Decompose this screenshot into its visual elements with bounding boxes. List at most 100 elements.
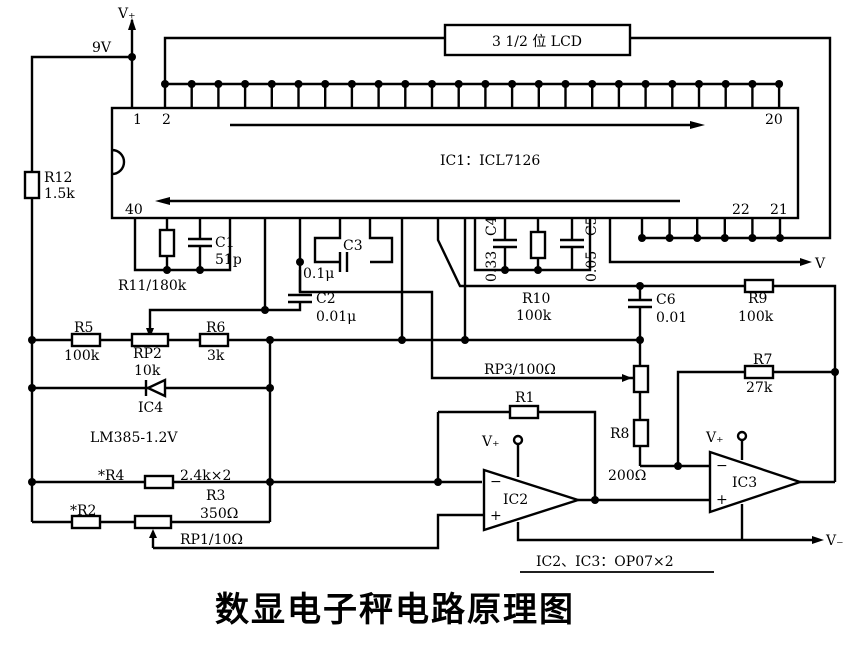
bus-junction bbox=[748, 234, 757, 242]
ic3-label: IC3 bbox=[732, 475, 757, 491]
c5-value: 0.05 bbox=[584, 251, 600, 282]
sensor-bridge: *R4 2.4k×2 R3 350Ω *R2 RP1/10Ω bbox=[28, 468, 484, 550]
bus-junction bbox=[720, 234, 729, 242]
r8-value: 200Ω bbox=[608, 468, 646, 484]
bus-junction bbox=[294, 80, 303, 88]
bus-junction bbox=[321, 80, 330, 88]
ic4-label: IC4 bbox=[138, 400, 163, 416]
bus-junction bbox=[401, 80, 410, 88]
ic2-label: IC2 bbox=[503, 492, 528, 508]
ic3-plus-sign: + bbox=[716, 492, 728, 508]
r10-label: R10 bbox=[522, 291, 550, 307]
r11-label: R11/180k bbox=[118, 278, 187, 294]
r4-label: *R4 bbox=[98, 468, 125, 484]
bus-junction bbox=[267, 80, 276, 88]
bus-junction bbox=[454, 80, 463, 88]
ic3-minus-sign: − bbox=[716, 458, 728, 474]
bus-junction bbox=[161, 80, 169, 88]
bus-junction bbox=[534, 80, 543, 88]
auto-zero-network: C4 0.33 C5 0.05 R10 100k bbox=[400, 216, 644, 340]
c2-label: C2 bbox=[316, 291, 336, 307]
ic1-pin1: 1 bbox=[133, 112, 142, 128]
bus-junction bbox=[721, 80, 730, 88]
ic1-bottom-bus: V bbox=[608, 218, 826, 272]
c2-value: 0.01μ bbox=[316, 309, 356, 325]
bus-junction bbox=[508, 80, 517, 88]
r12-value: 1.5k bbox=[44, 186, 75, 202]
diagram-caption: 数显电子秤电路原理图 bbox=[215, 590, 575, 630]
c3-value: 0.1μ bbox=[303, 266, 334, 282]
bus-junction bbox=[776, 234, 784, 242]
bus-junction bbox=[588, 80, 597, 88]
bus-junction bbox=[428, 80, 436, 88]
r6-value: 3k bbox=[207, 348, 225, 364]
c6-label: C6 bbox=[656, 292, 676, 308]
bus-junction bbox=[561, 80, 570, 88]
r8-label: R8 bbox=[610, 426, 629, 442]
ic3-stage: RP3/100Ω R8 200Ω R7 27k IC3 − + V₊ IC2、I… bbox=[484, 352, 839, 573]
ic1-pin21: 21 bbox=[770, 202, 788, 218]
ic1-pin40: 40 bbox=[125, 202, 143, 218]
bus-junction bbox=[668, 80, 677, 88]
ic2-minus-sign: − bbox=[490, 474, 502, 490]
c5-label: C5 bbox=[584, 216, 600, 236]
vminus-bottom-label: V₋ bbox=[825, 533, 844, 549]
bus-junction bbox=[695, 80, 703, 88]
c1-label: C1 bbox=[215, 235, 235, 251]
rp2-value: 10k bbox=[134, 363, 161, 379]
ic3-vplus: V₊ bbox=[705, 430, 724, 446]
rp1-label: RP1/10Ω bbox=[180, 532, 243, 548]
lcd-label: 3 1/2 位 LCD bbox=[492, 34, 582, 50]
oscillator-network: C1 51p R11/180k bbox=[118, 218, 242, 294]
r7-label: R7 bbox=[753, 352, 772, 368]
bus-junction bbox=[374, 80, 383, 88]
bus-junction bbox=[614, 80, 623, 88]
r6-label: R6 bbox=[206, 320, 226, 336]
ic2-opamp: IC2 − + R1 V₊ V₋ bbox=[436, 390, 844, 549]
r5-label: R5 bbox=[74, 320, 93, 336]
reference-network: R5 100k RP2 10k R6 3k IC4 LM385-1.2V bbox=[28, 320, 644, 522]
integrator-caps: C3 0.1μ C2 0.01μ bbox=[146, 218, 640, 380]
r9-value: 100k bbox=[738, 309, 774, 325]
r9-label: R9 bbox=[748, 291, 767, 307]
bus-junction bbox=[638, 234, 646, 242]
r3-value: 350Ω bbox=[200, 506, 238, 522]
schematic: 3 1/2 位 LCD 1 2 20 40 22 21 IC1：ICL7126 … bbox=[23, 6, 844, 573]
ic2-plus-sign: + bbox=[490, 508, 502, 524]
c1-value: 51p bbox=[215, 252, 242, 268]
v9-label: 9V bbox=[92, 40, 112, 56]
r10-value: 100k bbox=[516, 308, 552, 324]
opamp-note: IC2、IC3：OP07×2 bbox=[536, 554, 674, 570]
ic2-vplus: V₊ bbox=[481, 434, 500, 450]
lm385-label: LM385-1.2V bbox=[90, 430, 178, 446]
vminus-label: V bbox=[814, 256, 826, 272]
bus-junction bbox=[641, 80, 650, 88]
ic1-label: IC1：ICL7126 bbox=[440, 153, 540, 169]
bus-junction bbox=[481, 80, 490, 88]
r5-value: 100k bbox=[64, 348, 100, 364]
bus-junction bbox=[214, 80, 223, 88]
ic1-top-bus bbox=[161, 80, 784, 108]
ic1-pin22: 22 bbox=[732, 202, 750, 218]
bus-junction bbox=[347, 80, 356, 88]
vplus-label: V₊ bbox=[117, 6, 136, 22]
rp3-label: RP3/100Ω bbox=[484, 362, 556, 378]
bus-junction bbox=[187, 80, 196, 88]
bus-junction bbox=[748, 80, 757, 88]
c6-r9-network: C6 0.01 R9 100k bbox=[628, 278, 837, 482]
ic1-pin20: 20 bbox=[765, 112, 783, 128]
rp2-label: RP2 bbox=[133, 346, 162, 362]
r1-label: R1 bbox=[515, 390, 534, 406]
r3-label: R3 bbox=[206, 488, 225, 504]
c3-label: C3 bbox=[343, 238, 363, 254]
bus-junction bbox=[241, 80, 250, 88]
c6-value: 0.01 bbox=[656, 310, 687, 326]
lcd-module: 3 1/2 位 LCD bbox=[163, 23, 832, 240]
r7-value: 27k bbox=[746, 380, 773, 396]
bus-junction bbox=[775, 80, 784, 88]
ic1-pin2: 2 bbox=[162, 112, 171, 128]
bus-junction bbox=[693, 234, 702, 242]
c4-value: 0.33 bbox=[484, 251, 500, 282]
r2-label: *R2 bbox=[70, 503, 96, 519]
c4-label: C4 bbox=[484, 216, 500, 236]
